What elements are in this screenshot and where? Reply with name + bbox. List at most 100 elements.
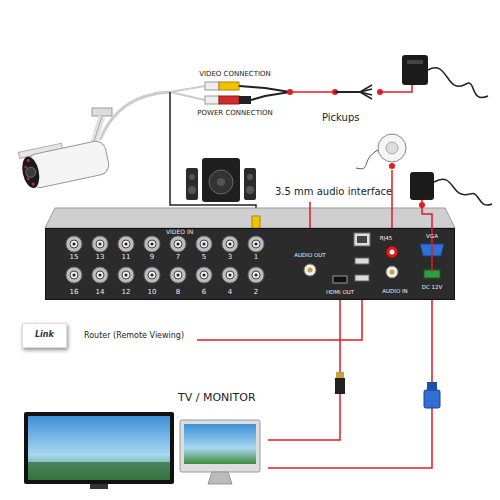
tv-frame (24, 412, 174, 484)
pickup-microphone (378, 134, 406, 162)
node-label: Pickups (322, 112, 359, 123)
satellite-speaker (244, 168, 256, 200)
bnc-port (144, 267, 160, 283)
video-plug (252, 216, 260, 228)
usb-port (355, 258, 369, 264)
audio-in-pin (390, 250, 395, 255)
speaker-node: 3.5 mm audio interface (180, 158, 390, 202)
wire-dot (287, 89, 293, 95)
vga-plug-tip (427, 382, 437, 390)
audio-in-port (386, 246, 398, 258)
node-label: 3.5 mm audio interface (275, 186, 392, 197)
tv-screen (28, 416, 170, 480)
power-adapter (410, 172, 434, 200)
video-lead (170, 86, 205, 92)
ir-led (31, 182, 35, 186)
monitor-frame (180, 420, 260, 472)
hdmi-plug-tip (336, 372, 344, 378)
camera-cable (100, 92, 170, 140)
adapter-detail (407, 60, 423, 64)
vga-port (420, 244, 444, 256)
bnc-port (66, 267, 82, 283)
router-node: Link Router (Remote Viewing) (22, 318, 197, 358)
ir-led (24, 166, 27, 169)
audio-in-pin (390, 270, 395, 275)
power-wire (422, 200, 432, 272)
mic-grille (386, 142, 398, 154)
audio-out-port (304, 264, 316, 276)
ir-led (26, 159, 30, 163)
camera-lens-face (20, 155, 42, 190)
bnc-port (92, 236, 108, 252)
dc-plug (205, 96, 219, 104)
siamese-cable (239, 86, 290, 92)
wire-dot (377, 89, 383, 95)
bnc-port (196, 267, 212, 283)
rj45-socket (357, 236, 367, 243)
camera-arm (92, 116, 102, 148)
power-lead (170, 92, 205, 100)
audio-out-pin (308, 268, 313, 273)
cable-connector (197, 300, 362, 340)
wire-label: VIDEO CONNECTION (199, 71, 271, 78)
dc-terminal (424, 270, 440, 278)
camera-body (25, 139, 110, 189)
node-label: Router (Remote Viewing) (84, 332, 184, 341)
router-logo: Link (22, 323, 67, 348)
dvr-top-face (45, 208, 455, 228)
video-wire (170, 92, 256, 228)
bnc-port (66, 236, 82, 252)
speaker-cone (246, 186, 254, 194)
splitter-lead (360, 89, 372, 92)
pickup-node: Pickups (322, 112, 412, 170)
bnc-port (118, 236, 134, 252)
camera-arm-edge (92, 116, 102, 148)
node-label: TV / MONITOR (178, 392, 256, 404)
cable-connector (268, 300, 340, 440)
adapter-cord (434, 179, 492, 205)
power-adapter (402, 55, 428, 85)
power-wire (290, 91, 335, 93)
cable-connector (391, 170, 393, 228)
monitor-stand (208, 472, 232, 484)
wire-dot (332, 89, 338, 95)
splitter-cable (335, 91, 360, 93)
splitter-lead (360, 92, 372, 99)
bnc-port (118, 267, 134, 283)
rj45-port (354, 233, 370, 246)
bnc-port (92, 267, 108, 283)
wire-dot (419, 202, 425, 208)
subwoofer-cone (209, 170, 233, 194)
bnc-port (248, 236, 264, 252)
power-connector-end (239, 96, 251, 104)
wall-plate (92, 108, 112, 116)
power-wire (380, 85, 412, 92)
node-label: VIDEO IN (166, 229, 193, 236)
video-connector (219, 82, 239, 90)
dvr-recorder: VIDEO IN (45, 228, 455, 300)
wire-dot (389, 163, 395, 169)
bnc-plug (205, 82, 219, 90)
vga-plug (424, 390, 440, 408)
bullet-camera (18, 135, 110, 191)
subwoofer-cap (217, 178, 225, 186)
cable-connector (309, 202, 311, 228)
bnc-port (248, 267, 264, 283)
adapter-cord (428, 68, 488, 98)
speaker-cone (247, 174, 253, 180)
bnc-port (170, 267, 186, 283)
bnc-port (144, 236, 160, 252)
splitter-lead (360, 85, 372, 92)
sun-shield (18, 143, 62, 158)
siamese-cable (251, 92, 290, 100)
speaker-cone (188, 186, 196, 194)
usb-port (355, 275, 369, 281)
speaker-cone (189, 174, 195, 180)
hdmi-port (333, 276, 347, 283)
monitor-screen (184, 424, 256, 464)
mic-cord (356, 150, 378, 169)
audio-in-port (386, 266, 398, 278)
cable-connector (268, 300, 432, 468)
